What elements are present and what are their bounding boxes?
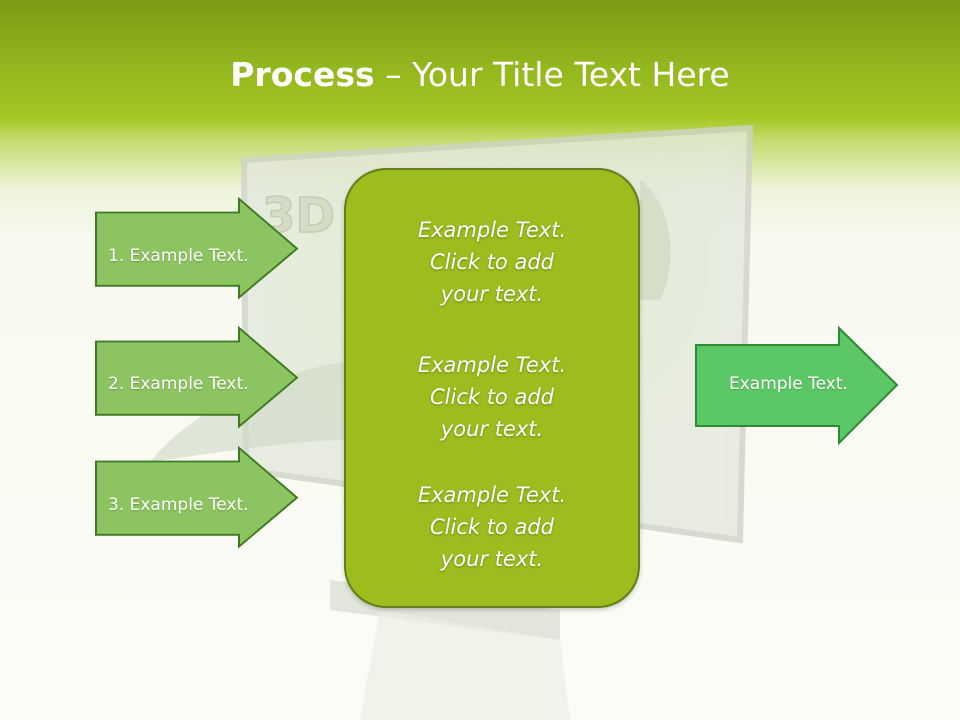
title-separator: –	[374, 55, 413, 94]
center-item-2: Example Text. Click to add your text.	[346, 349, 638, 445]
center-item-2-line-1: Example Text.	[417, 353, 567, 377]
center-item-3-line-2: Click to add	[429, 515, 554, 539]
left-arrow-1[interactable]: 1. Example Text.	[95, 196, 299, 300]
left-arrow-1-label: 1. Example Text.	[108, 246, 249, 266]
center-item-1-line-2: Click to add	[429, 250, 554, 274]
center-item-3-line-1: Example Text.	[417, 483, 567, 507]
arrow-right-shape	[95, 196, 299, 300]
left-arrow-3[interactable]: 3. Example Text.	[95, 445, 299, 549]
arrow-right-shape	[95, 445, 299, 549]
arrow-right-shape	[695, 325, 899, 446]
center-item-2-line-3: your text.	[440, 417, 544, 441]
left-arrow-3-label: 3. Example Text.	[108, 495, 249, 515]
arrow-right-shape	[95, 325, 299, 429]
center-item-2-line-2: Click to add	[429, 385, 554, 409]
right-arrow-label: Example Text.	[729, 374, 848, 394]
left-arrow-2-label: 2. Example Text.	[108, 374, 249, 394]
right-output-arrow[interactable]: Example Text.	[695, 325, 899, 446]
center-text-box[interactable]: Example Text. Click to add your text. Ex…	[344, 168, 640, 608]
center-item-1: Example Text. Click to add your text.	[346, 214, 638, 310]
center-item-3-line-3: your text.	[440, 547, 544, 571]
title-bold-part: Process	[230, 55, 375, 94]
center-item-1-line-3: your text.	[440, 282, 544, 306]
slide-title[interactable]: Process – Your Title Text Here	[0, 50, 960, 100]
center-item-1-line-1: Example Text.	[417, 218, 567, 242]
title-rest-part: Your Title Text Here	[412, 55, 730, 94]
center-item-3: Example Text. Click to add your text.	[346, 479, 638, 575]
left-arrow-2[interactable]: 2. Example Text.	[95, 325, 299, 429]
